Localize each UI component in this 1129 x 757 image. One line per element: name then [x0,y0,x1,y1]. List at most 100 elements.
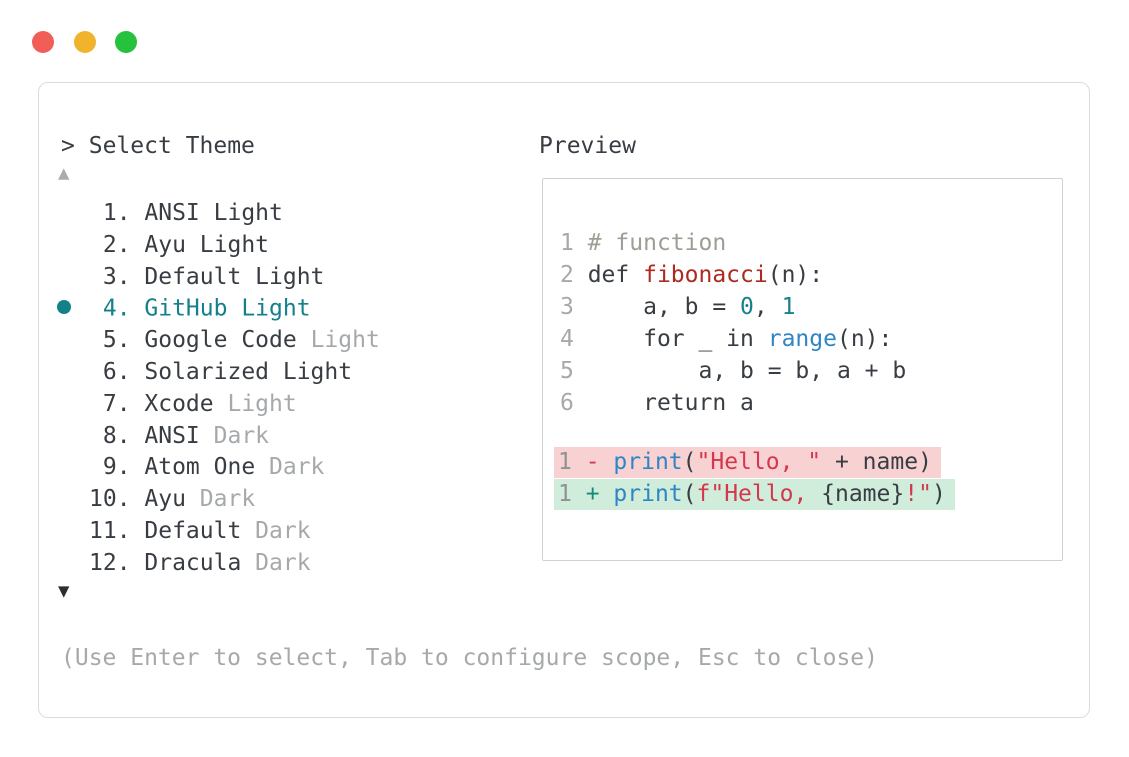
code-token: print [613,481,683,507]
minimize-button[interactable] [74,31,96,53]
theme-number: 5. [89,327,145,354]
theme-name: Ayu [144,486,186,513]
theme-name: Ayu Light [144,231,270,258]
code-token: f"Hello, [696,481,822,507]
theme-name: GitHub Light [144,295,311,322]
code-token: range [767,326,837,352]
theme-picker-window: > Select Theme ▲ 1. ANSI Light 2. Ayu Li… [38,82,1090,718]
theme-number: 8. [89,422,145,449]
theme-number: 1. [89,200,145,226]
theme-number: 4. [89,295,145,322]
code-token: 0 [740,294,754,320]
theme-name: Atom One [144,454,256,481]
code-token: def [587,262,644,288]
scroll-down-icon[interactable]: ▼ [58,580,70,602]
theme-variant-muted: Dark [185,486,256,513]
diff-sign-icon: - [585,449,614,475]
theme-option-default[interactable]: 11. Default Dark [57,516,380,548]
code-token: !" [904,481,932,507]
theme-number: 2. [89,231,145,258]
theme-variant-muted: Dark [199,422,270,449]
theme-variant-muted: Dark [241,549,311,576]
code-line: 2 def fibonacci(n): [560,259,906,291]
code-token: ( [682,449,697,475]
theme-name: Xcode [144,390,214,417]
bullet-slot [57,293,89,325]
code-token: return a [587,390,754,416]
prompt-title: Select Theme [88,133,255,159]
code-token: # function [587,230,727,256]
selected-theme-bullet-icon [57,299,71,314]
theme-variant-muted: Light [296,327,380,354]
code-token: ) [931,481,946,507]
scroll-up-icon[interactable]: ▲ [58,162,70,184]
preview-title: Preview [539,133,636,159]
theme-list: 1. ANSI Light 2. Ayu Light 3. Default Li… [57,198,380,580]
theme-option-ayu-light[interactable]: 2. Ayu Light [57,230,380,262]
theme-name: Default [144,517,242,544]
theme-variant-muted: Light [213,390,297,417]
theme-option-github-light[interactable]: 4. GitHub Light [57,293,380,325]
theme-number: 7. [89,390,145,417]
theme-name: Dracula [144,549,242,576]
theme-option-solarized-light[interactable]: 6. Solarized Light [57,357,380,389]
keyboard-hint: (Use Enter to select, Tab to configure s… [61,645,878,671]
code-token: "Hello, " [696,449,822,475]
theme-name: ANSI [144,422,200,449]
diff-line-added: 1 + print(f"Hello, {name}!") [554,479,955,510]
theme-name: Solarized Light [144,358,353,385]
code-line: 3 a, b = 0, 1 [560,291,906,323]
line-number: 5 [560,358,588,384]
theme-option-default-light[interactable]: 3. Default Light [57,262,380,294]
theme-option-ansi[interactable]: 8. ANSI Dark [57,421,380,453]
theme-number: 10. [89,486,145,513]
prompt-caret-icon: > [61,133,75,159]
theme-number: 3. [89,263,145,290]
line-number: 6 [560,390,588,416]
code-token: ( [682,481,697,507]
diff-line-removed: 1 - print("Hello, " + name) [554,447,941,478]
code-token: fibonacci [643,262,768,288]
theme-number: 12. [89,549,145,576]
code-token: + name) [821,449,932,475]
theme-name: ANSI Light [144,200,283,226]
theme-option-ansi-light[interactable]: 1. ANSI Light [57,198,380,230]
code-token: print [613,449,683,475]
code-token: , [753,294,782,320]
theme-name: Default Light [144,263,325,290]
theme-number: 6. [89,358,145,385]
line-number: 3 [560,294,588,320]
close-button[interactable] [32,31,54,53]
code-token: (n): [767,262,824,288]
line-number: 1 [558,449,586,475]
code-line: 6 return a [560,387,906,419]
theme-option-google-code[interactable]: 5. Google Code Light [57,325,380,357]
line-number: 1 [560,230,588,256]
theme-option-atom-one[interactable]: 9. Atom One Dark [57,452,380,484]
code-token: a, b = [587,294,741,320]
code-token: a, b = b, a + b [587,358,907,384]
code-token: (n): [836,326,893,352]
theme-number: 9. [89,454,145,481]
code-line: 1 # function [560,227,906,259]
theme-option-dracula[interactable]: 12. Dracula Dark [57,548,380,580]
select-theme-prompt: > Select Theme [61,133,255,159]
zoom-button[interactable] [115,31,137,53]
line-number: 1 [558,481,586,507]
theme-name: Google Code [144,327,297,354]
diff-sign-icon: + [585,481,614,507]
code-token: {name} [821,481,905,507]
theme-variant-muted: Dark [241,517,311,544]
code-token: for _ in [587,326,768,352]
diff-sample: 1 - print("Hello, " + name)1 + print(f"H… [554,447,955,511]
line-number: 2 [560,262,588,288]
code-token: 1 [781,294,796,320]
code-line: 4 for _ in range(n): [560,323,906,355]
theme-option-xcode[interactable]: 7. Xcode Light [57,389,380,421]
theme-number: 11. [89,517,145,544]
code-line: 5 a, b = b, a + b [560,355,906,387]
line-number: 4 [560,326,588,352]
theme-option-ayu[interactable]: 10. Ayu Dark [57,484,380,516]
